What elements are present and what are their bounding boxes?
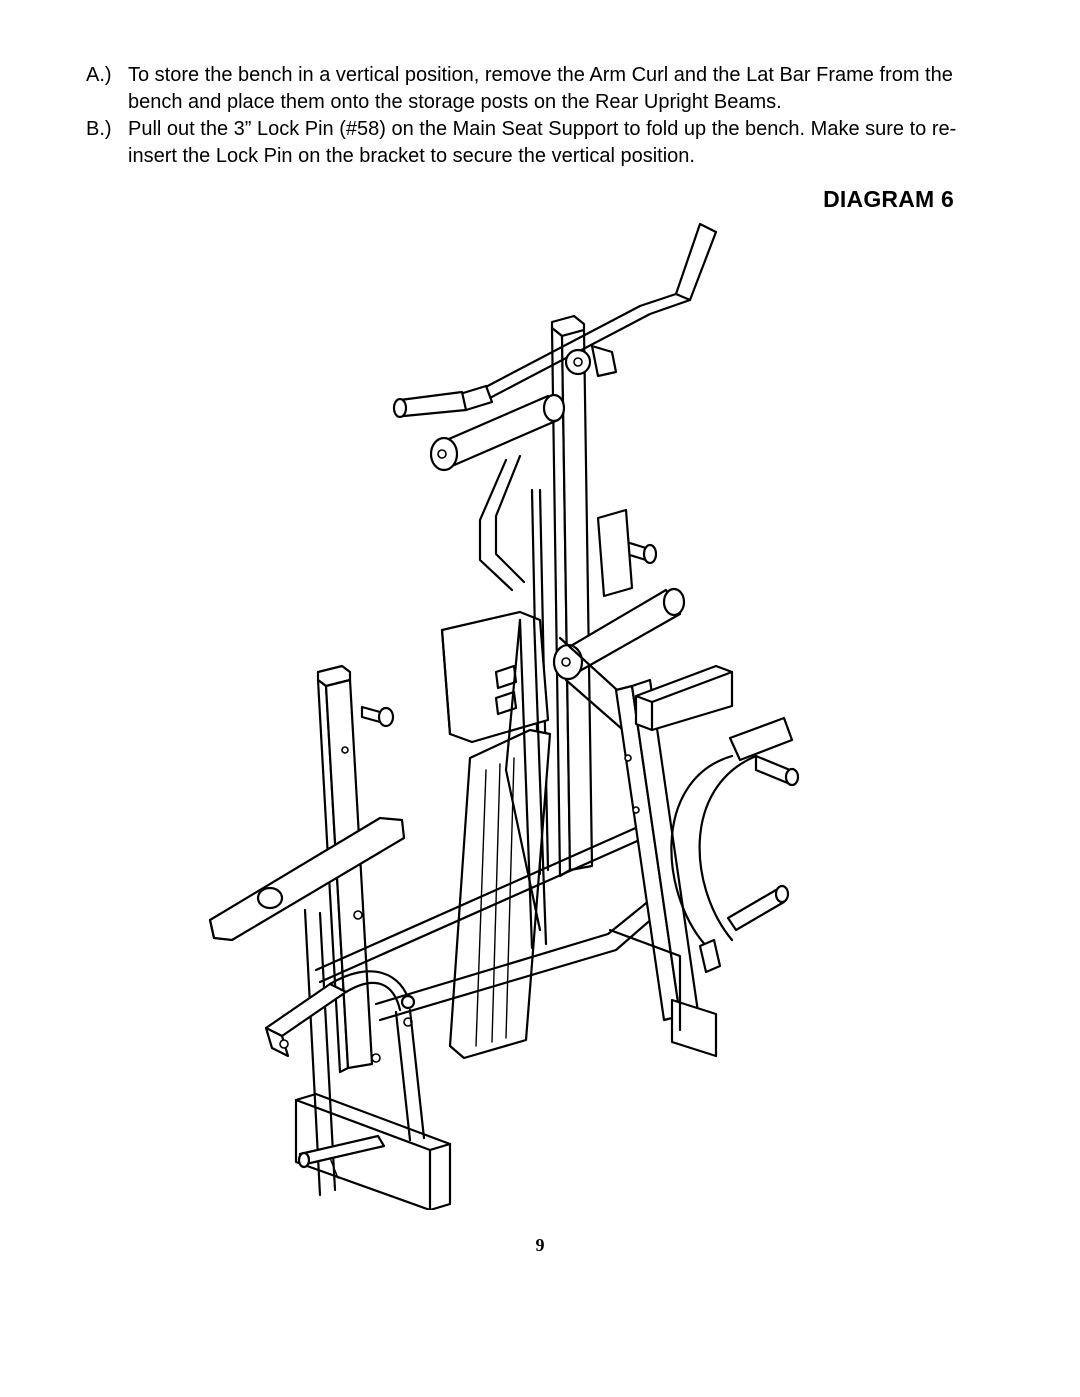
bench-pad-folded [448,728,552,1060]
left-upright-post [294,664,452,1210]
lat-bar [392,222,718,419]
bench-diagram [180,210,840,1210]
page-number: 9 [535,1235,545,1255]
back-pad [440,610,550,744]
step-b-text: Pull out the 3” Lock Pin (#58) on the Ma… [128,118,957,167]
step-b: B.) Pull out the 3” Lock Pin (#58) on th… [86,116,986,170]
step-a-letter: A.) [86,64,112,86]
step-a-text: To store the bench in a vertical positio… [128,64,953,113]
lat-tower [530,314,594,878]
step-a: A.) To store the bench in a vertical pos… [86,62,986,116]
right-upright-post [608,664,734,1058]
bench-illustration [208,222,800,1210]
right-storage-pin [596,508,658,598]
step-b-letter: B.) [86,118,112,140]
upper-roller-pads [429,393,566,592]
arm-curl-hanger [670,716,800,974]
leg-developer-pad [208,816,406,942]
left-storage-pin [360,705,395,728]
diagram-title: DIAGRAM 6 [823,186,954,212]
front-curl-handle [264,970,426,1179]
instructions: A.) To store the bench in a vertical pos… [86,62,986,170]
